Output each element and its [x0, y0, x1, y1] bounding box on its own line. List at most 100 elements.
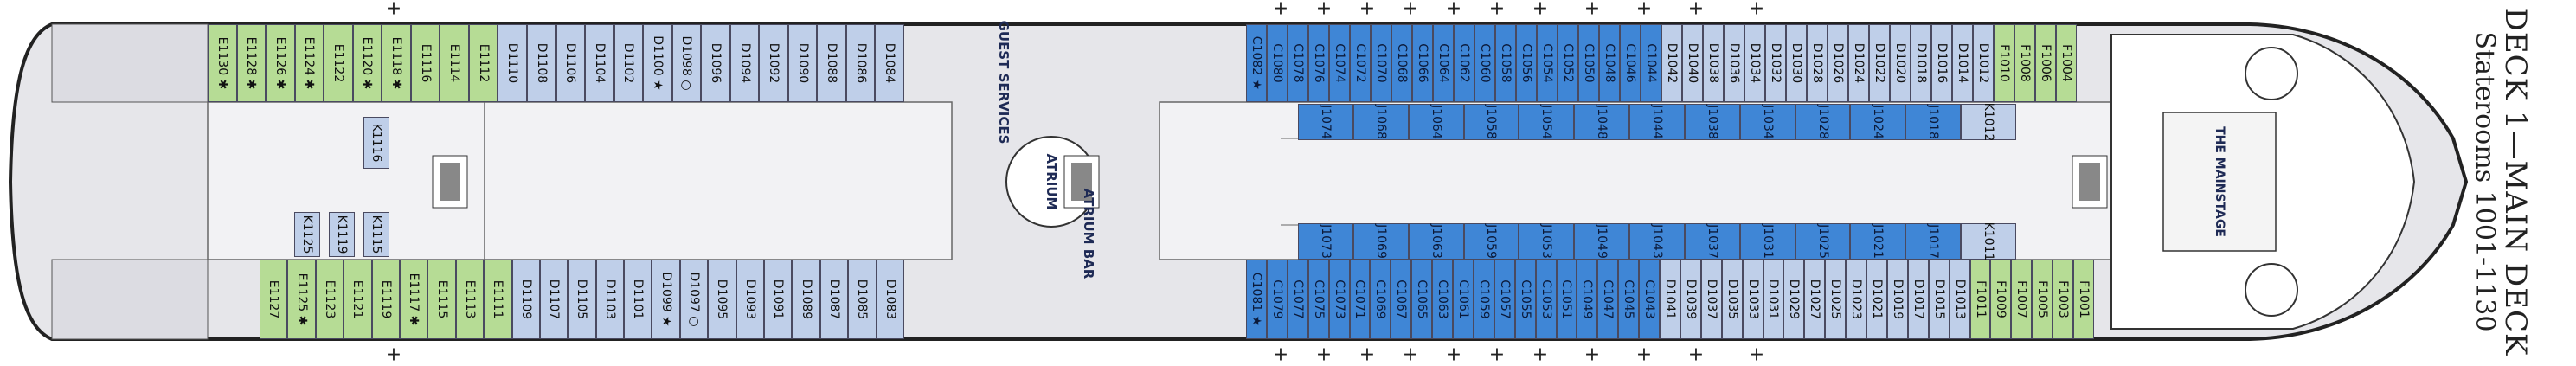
stateroom-c1067[interactable]: C1067: [1391, 260, 1412, 339]
stateroom-c1073[interactable]: C1073: [1328, 260, 1350, 339]
stateroom-j1021[interactable]: J1021: [1850, 223, 1906, 260]
stateroom-d1042[interactable]: D1042: [1661, 24, 1682, 102]
stateroom-d1032[interactable]: D1032: [1765, 24, 1786, 102]
stateroom-c1080[interactable]: C1080: [1267, 24, 1288, 102]
stateroom-d1092[interactable]: D1092: [759, 24, 788, 102]
stateroom-j1069[interactable]: J1069: [1352, 223, 1409, 260]
stateroom-d1014[interactable]: D1014: [1952, 24, 1973, 102]
stateroom-c1050[interactable]: C1050: [1578, 24, 1599, 102]
stateroom-d1027[interactable]: D1027: [1804, 260, 1826, 339]
stateroom-d1025[interactable]: D1025: [1825, 260, 1847, 339]
stateroom-c1053[interactable]: C1053: [1535, 260, 1557, 339]
stateroom-c1065[interactable]: C1065: [1411, 260, 1433, 339]
stateroom-d1108[interactable]: D1108: [526, 24, 556, 102]
stateroom-f1005[interactable]: F1005: [2032, 260, 2053, 339]
stateroom-d1085[interactable]: D1085: [848, 260, 877, 339]
stateroom-d1018[interactable]: D1018: [1911, 24, 1931, 102]
stateroom-d1105[interactable]: D1105: [568, 260, 596, 339]
stateroom-d1033[interactable]: D1033: [1742, 260, 1763, 339]
stateroom-j1073[interactable]: J1073: [1298, 223, 1353, 260]
stateroom-c1081[interactable]: C1081 ★: [1246, 260, 1267, 339]
stateroom-d1031[interactable]: D1031: [1763, 260, 1784, 339]
stateroom-c1048[interactable]: C1048: [1599, 24, 1620, 102]
stateroom-c1063[interactable]: C1063: [1432, 260, 1453, 339]
stateroom-d1037[interactable]: D1037: [1700, 260, 1722, 339]
stateroom-j1025[interactable]: J1025: [1795, 223, 1851, 260]
stateroom-c1076[interactable]: C1076: [1308, 24, 1329, 102]
stateroom-e1113[interactable]: E1113: [455, 260, 485, 339]
stateroom-c1082[interactable]: C1082 ★: [1246, 24, 1267, 102]
stateroom-d1013[interactable]: D1013: [1949, 260, 1970, 339]
stateroom-c1072[interactable]: C1072: [1350, 24, 1371, 102]
stateroom-d1023[interactable]: D1023: [1846, 260, 1867, 339]
stateroom-c1069[interactable]: C1069: [1370, 260, 1391, 339]
stateroom-d1029[interactable]: D1029: [1783, 260, 1805, 339]
stateroom-d1087[interactable]: D1087: [819, 260, 849, 339]
stateroom-c1078[interactable]: C1078: [1288, 24, 1308, 102]
stateroom-c1079[interactable]: C1079: [1266, 260, 1288, 339]
stateroom-d1020[interactable]: D1020: [1890, 24, 1911, 102]
stateroom-k1125[interactable]: K1125: [294, 212, 320, 257]
stateroom-d1099[interactable]: D1099 ★: [652, 260, 680, 339]
stateroom-c1046[interactable]: C1046: [1620, 24, 1641, 102]
stateroom-j1037[interactable]: J1037: [1684, 223, 1740, 260]
stateroom-d1097[interactable]: D1097 ○: [679, 260, 709, 339]
stateroom-j1074[interactable]: J1074: [1298, 104, 1353, 140]
stateroom-e1115[interactable]: E1115: [427, 260, 456, 339]
stateroom-j1044[interactable]: J1044: [1629, 104, 1685, 140]
stateroom-j1053[interactable]: J1053: [1519, 223, 1575, 260]
stateroom-e1123[interactable]: E1123: [315, 260, 344, 339]
stateroom-e1119[interactable]: E1119: [371, 260, 400, 339]
stateroom-c1044[interactable]: C1044: [1641, 24, 1661, 102]
stateroom-d1084[interactable]: D1084: [875, 24, 904, 102]
stateroom-d1107[interactable]: D1107: [539, 260, 569, 339]
stateroom-c1075[interactable]: C1075: [1307, 260, 1329, 339]
stateroom-c1055[interactable]: C1055: [1514, 260, 1536, 339]
stateroom-f1010[interactable]: F1010: [1994, 24, 2014, 102]
stateroom-d1038[interactable]: D1038: [1703, 24, 1724, 102]
stateroom-f1006[interactable]: F1006: [2035, 24, 2056, 102]
stateroom-c1059[interactable]: C1059: [1473, 260, 1494, 339]
stateroom-e1125[interactable]: E1125 ✱: [287, 260, 316, 339]
stateroom-d1104[interactable]: D1104: [585, 24, 614, 102]
stateroom-c1068[interactable]: C1068: [1391, 24, 1412, 102]
stateroom-c1051[interactable]: C1051: [1556, 260, 1577, 339]
stateroom-d1109[interactable]: D1109: [511, 260, 540, 339]
stateroom-c1056[interactable]: C1056: [1516, 24, 1537, 102]
stateroom-d1086[interactable]: D1086: [845, 24, 876, 102]
stateroom-c1052[interactable]: C1052: [1558, 24, 1578, 102]
stateroom-j1048[interactable]: J1048: [1574, 104, 1630, 140]
stateroom-d1090[interactable]: D1090: [787, 24, 818, 102]
stateroom-k1012[interactable]: K1012: [1961, 103, 2016, 141]
stateroom-j1017[interactable]: J1017: [1905, 223, 1962, 260]
stateroom-j1059[interactable]: J1059: [1463, 223, 1519, 260]
stateroom-c1043[interactable]: C1043: [1639, 260, 1661, 339]
stateroom-d1102[interactable]: D1102: [613, 24, 644, 102]
stateroom-d1083[interactable]: D1083: [876, 260, 904, 339]
stateroom-d1096[interactable]: D1096: [701, 24, 730, 102]
stateroom-f1007[interactable]: F1007: [2011, 260, 2033, 339]
stateroom-d1028[interactable]: D1028: [1807, 24, 1828, 102]
stateroom-d1110[interactable]: D1110: [498, 24, 527, 102]
stateroom-d1098[interactable]: D1098 ○: [671, 24, 702, 102]
stateroom-c1070[interactable]: C1070: [1371, 24, 1391, 102]
stateroom-f1011[interactable]: F1011: [1969, 260, 1991, 339]
stateroom-k1011[interactable]: K1011: [1961, 222, 2016, 260]
stateroom-e1130[interactable]: E1130 ✱: [208, 24, 237, 102]
stateroom-c1061[interactable]: C1061: [1453, 260, 1474, 339]
stateroom-d1034[interactable]: D1034: [1744, 24, 1765, 102]
stateroom-c1057[interactable]: C1057: [1494, 260, 1515, 339]
stateroom-j1049[interactable]: J1049: [1574, 223, 1630, 260]
stateroom-e1118[interactable]: E1118 ✱: [382, 24, 411, 102]
stateroom-e1117[interactable]: E1117 ✱: [399, 260, 428, 339]
stateroom-e1124[interactable]: E1124 ✱: [294, 24, 324, 102]
stateroom-d1036[interactable]: D1036: [1724, 24, 1744, 102]
stateroom-c1074[interactable]: C1074: [1329, 24, 1350, 102]
stateroom-e1127[interactable]: E1127: [260, 260, 288, 339]
stateroom-d1091[interactable]: D1091: [764, 260, 793, 339]
stateroom-d1040[interactable]: D1040: [1682, 24, 1703, 102]
stateroom-d1039[interactable]: D1039: [1680, 260, 1701, 339]
stateroom-j1038[interactable]: J1038: [1684, 104, 1740, 140]
stateroom-d1022[interactable]: D1022: [1869, 24, 1890, 102]
stateroom-c1066[interactable]: C1066: [1412, 24, 1433, 102]
